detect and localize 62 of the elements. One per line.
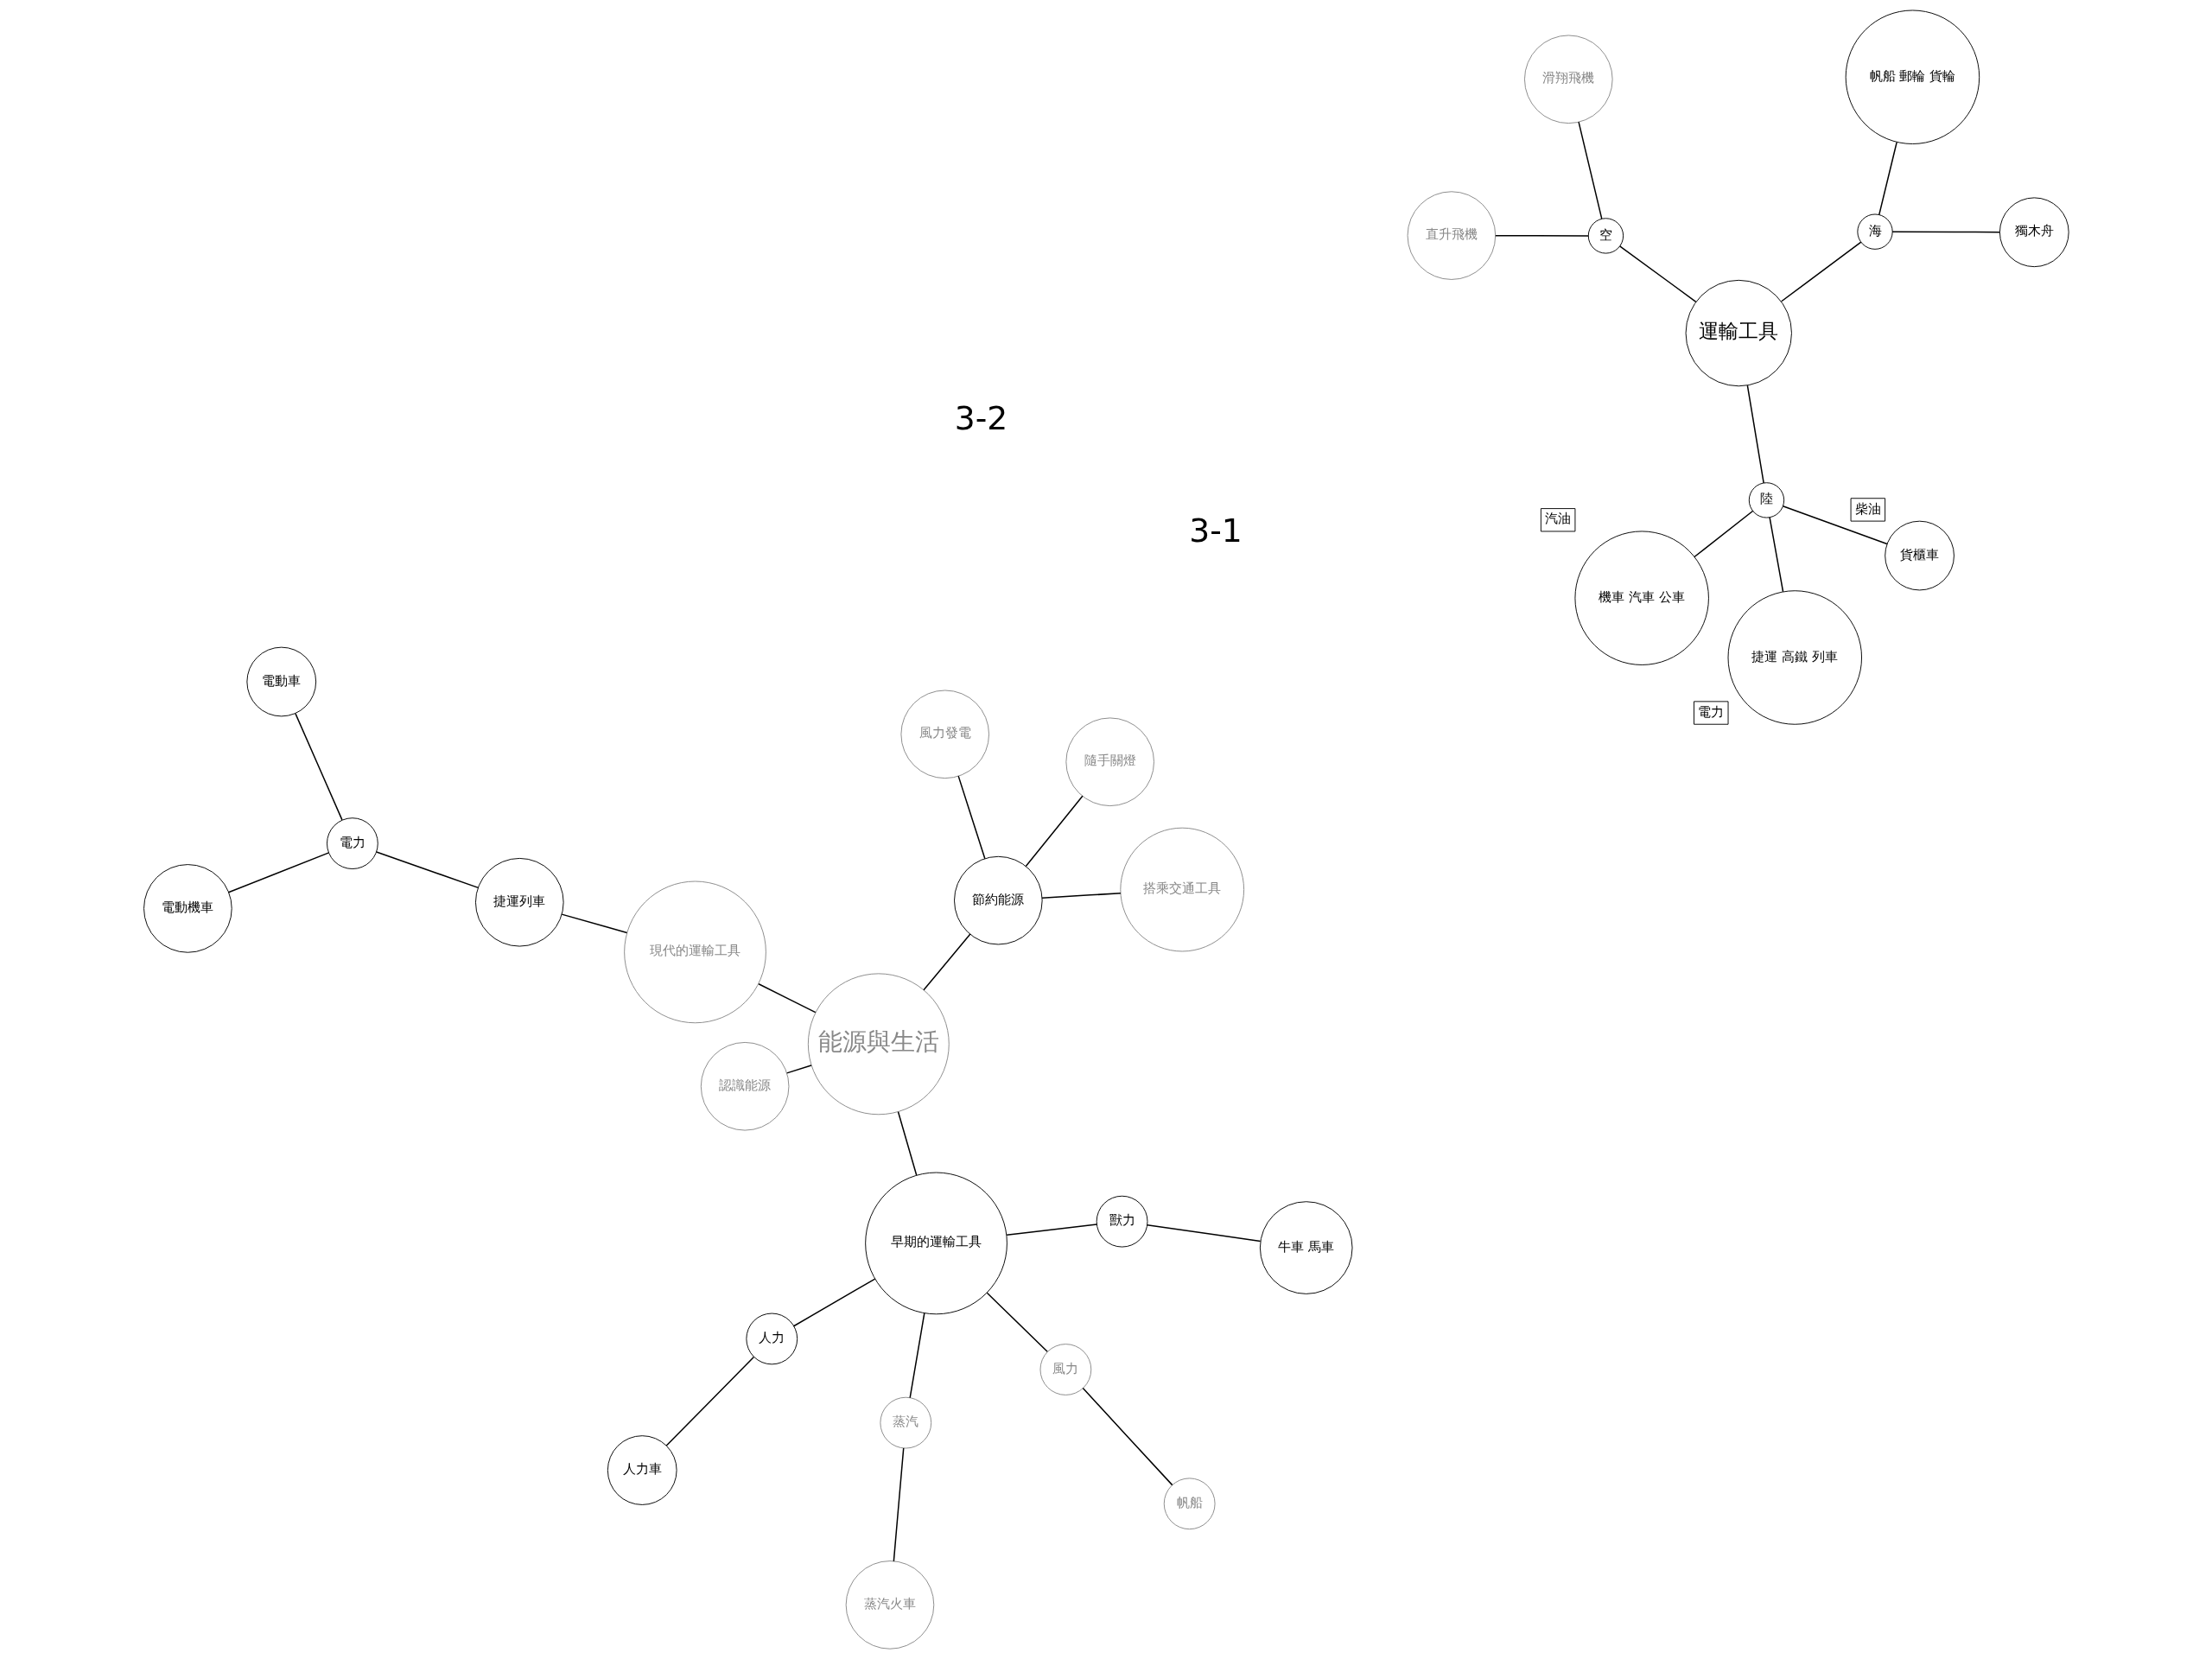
node-circle: 能源與生活 (807, 973, 950, 1116)
node-circle: 早期的運輸工具 (864, 1172, 1007, 1315)
node-label: 汽油 (1544, 511, 1571, 527)
node-circle: 滑翔飛機 (1523, 35, 1613, 124)
connector (375, 851, 479, 889)
node-circle: 牛車 馬車 (1259, 1201, 1352, 1294)
node-circle: 搭乘交通工具 (1119, 827, 1244, 952)
node-circle: 蒸汽 (879, 1396, 931, 1449)
connector (1577, 121, 1602, 219)
connector (922, 933, 971, 991)
connector (227, 852, 329, 893)
connector (294, 713, 343, 821)
node-circle: 海 (1856, 213, 1893, 250)
label: 3-1 (1188, 512, 1243, 550)
connector (897, 1110, 917, 1176)
node-circle: 帆船 (1163, 1478, 1216, 1530)
connector (986, 1292, 1048, 1353)
node-circle: 認識能源 (700, 1041, 789, 1131)
node-circle: 電動車 (245, 646, 316, 717)
connector (560, 913, 627, 934)
node-circle: 陸 (1748, 482, 1784, 518)
node-circle: 人力 (745, 1313, 798, 1365)
node-circle: 空 (1587, 218, 1624, 254)
node-circle: 帆船 郵輪 貨輪 (1845, 10, 1980, 144)
node-circle: 人力車 (607, 1435, 677, 1505)
connector (1780, 241, 1862, 302)
node-circle: 電動機車 (143, 864, 232, 953)
connector (1618, 245, 1696, 303)
node-circle: 捷運列車 (474, 857, 564, 947)
connector (792, 1278, 875, 1327)
connector (1878, 141, 1897, 216)
connector (1782, 505, 1888, 545)
connector (665, 1356, 754, 1446)
connector (893, 1447, 904, 1562)
node-circle: 現代的運輸工具 (623, 880, 766, 1024)
connector (757, 983, 816, 1014)
connector (1040, 893, 1122, 899)
node-circle: 風力 (1039, 1344, 1091, 1395)
connector (1146, 1224, 1261, 1243)
node-circle: 獨木舟 (1999, 197, 2069, 268)
node-label: 柴油 (1854, 500, 1881, 517)
node-circle: 直升飛機 (1407, 191, 1496, 280)
node-circle: 節約能源 (953, 855, 1043, 945)
node-circle: 風力發電 (899, 690, 989, 779)
node-circle: 蒸汽火車 (845, 1560, 934, 1649)
connector (1746, 385, 1764, 484)
node-circle: 電力 (326, 817, 378, 869)
connector (1768, 516, 1783, 593)
connector (1891, 231, 2000, 233)
label: 3-2 (954, 398, 1007, 437)
connector (1693, 510, 1753, 558)
node-circle: 運輸工具 (1685, 279, 1792, 387)
connector (1494, 234, 1589, 237)
connector (1082, 1387, 1173, 1486)
connector (1025, 795, 1084, 868)
connector (1005, 1224, 1097, 1236)
connector (957, 775, 986, 860)
connector (785, 1065, 812, 1074)
node-circle: 隨手關燈 (1065, 717, 1154, 807)
node-circle: 獸力 (1096, 1195, 1147, 1248)
connector (908, 1313, 925, 1399)
node-label: 電力 (1697, 703, 1724, 720)
